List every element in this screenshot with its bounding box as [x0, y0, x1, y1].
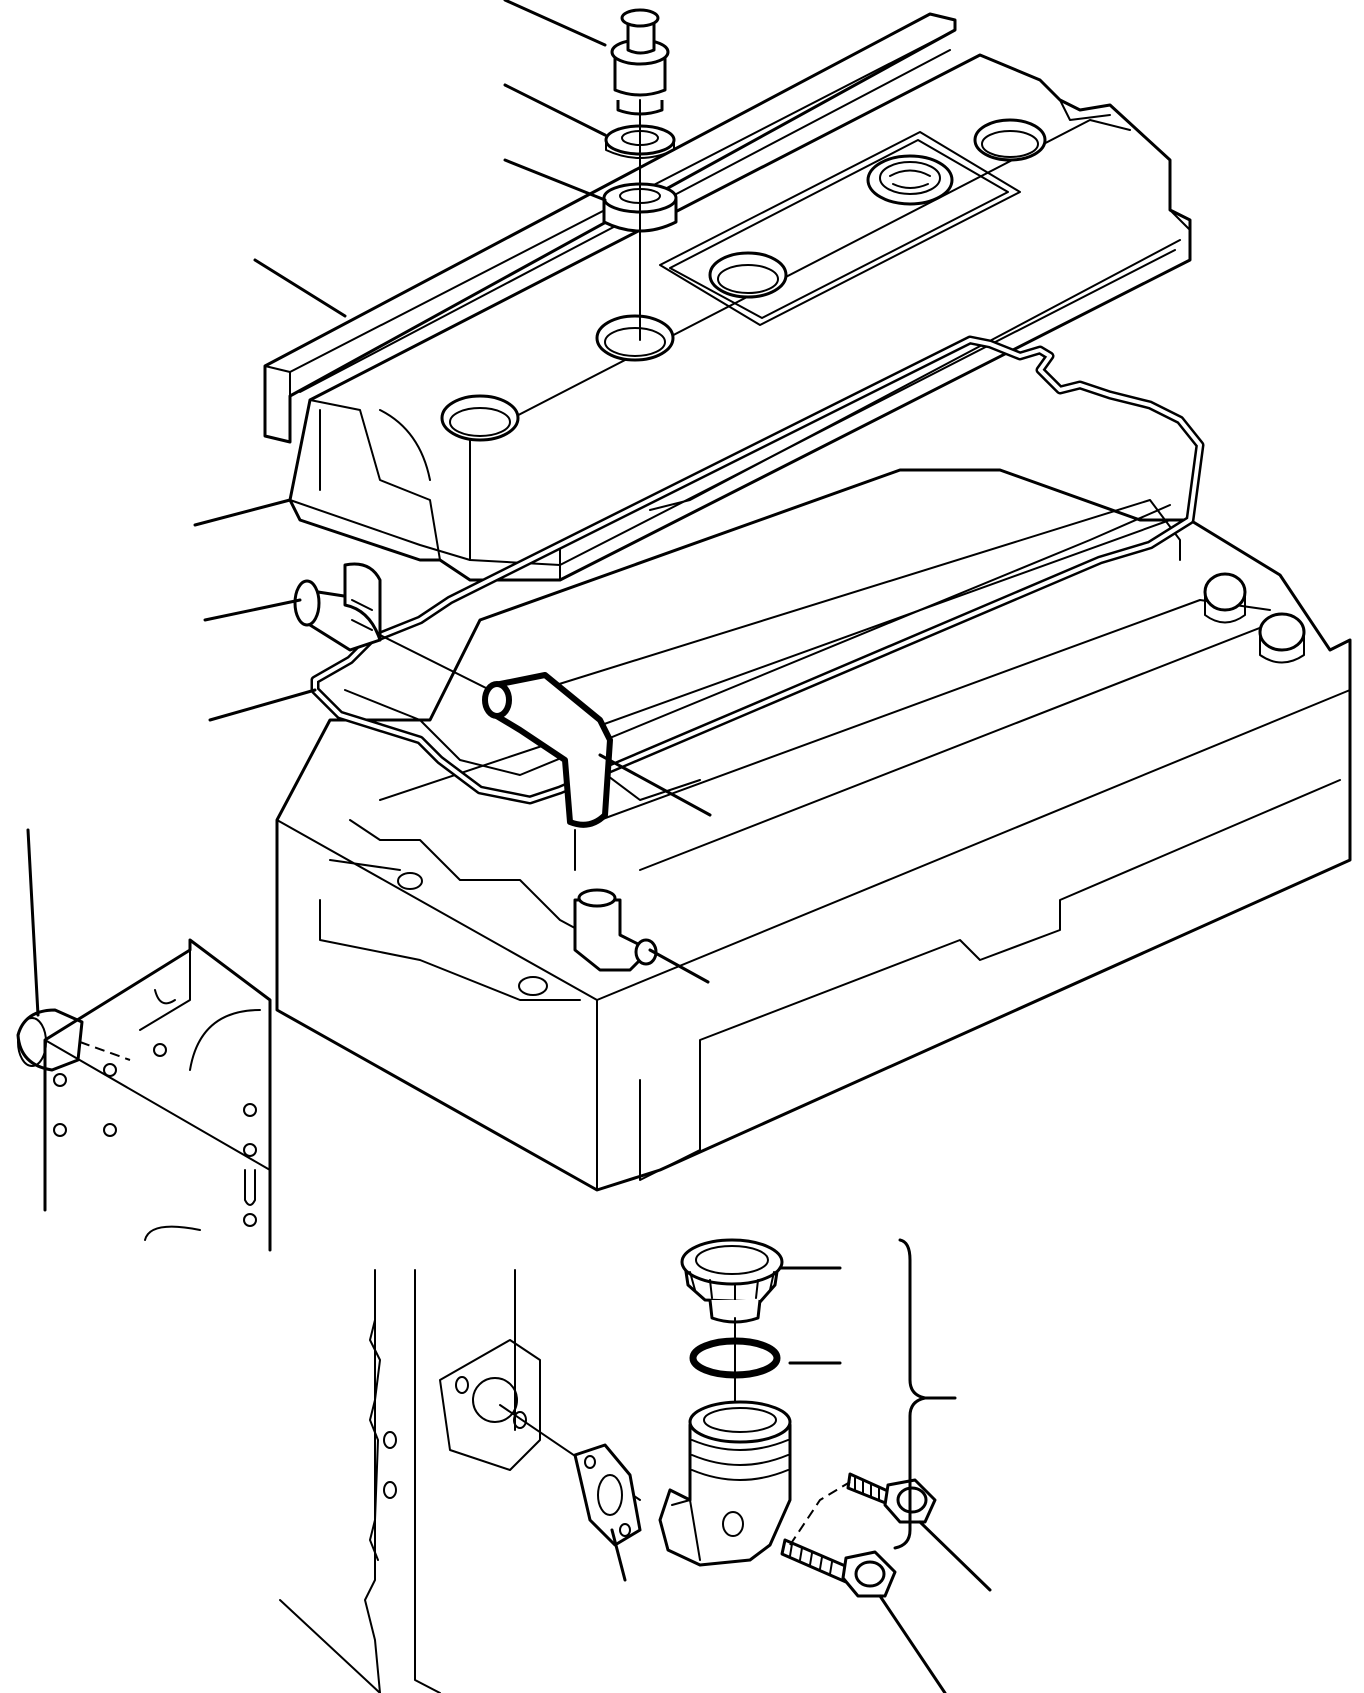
cylinder-head: [275, 468, 1352, 1192]
filler-cap: [680, 1238, 784, 1324]
breather-hose: [482, 672, 613, 871]
flange-gasket: [573, 1443, 642, 1547]
bolt-axis-line: [789, 1481, 851, 1546]
hose-elbow: [573, 888, 658, 972]
bolt: [610, 8, 670, 116]
plug: [293, 562, 382, 652]
valve-cover: [288, 53, 1192, 582]
flange-bolt: [846, 1472, 937, 1524]
expansion-plug: [16, 1008, 131, 1072]
filler-housing-block: [279, 1269, 641, 1693]
filler-neck: [658, 1400, 792, 1567]
leader-lines: [26, 0, 992, 1693]
cover-gasket: [310, 335, 1205, 805]
flange-bolt: [780, 1538, 897, 1598]
front-block: [43, 938, 272, 1252]
